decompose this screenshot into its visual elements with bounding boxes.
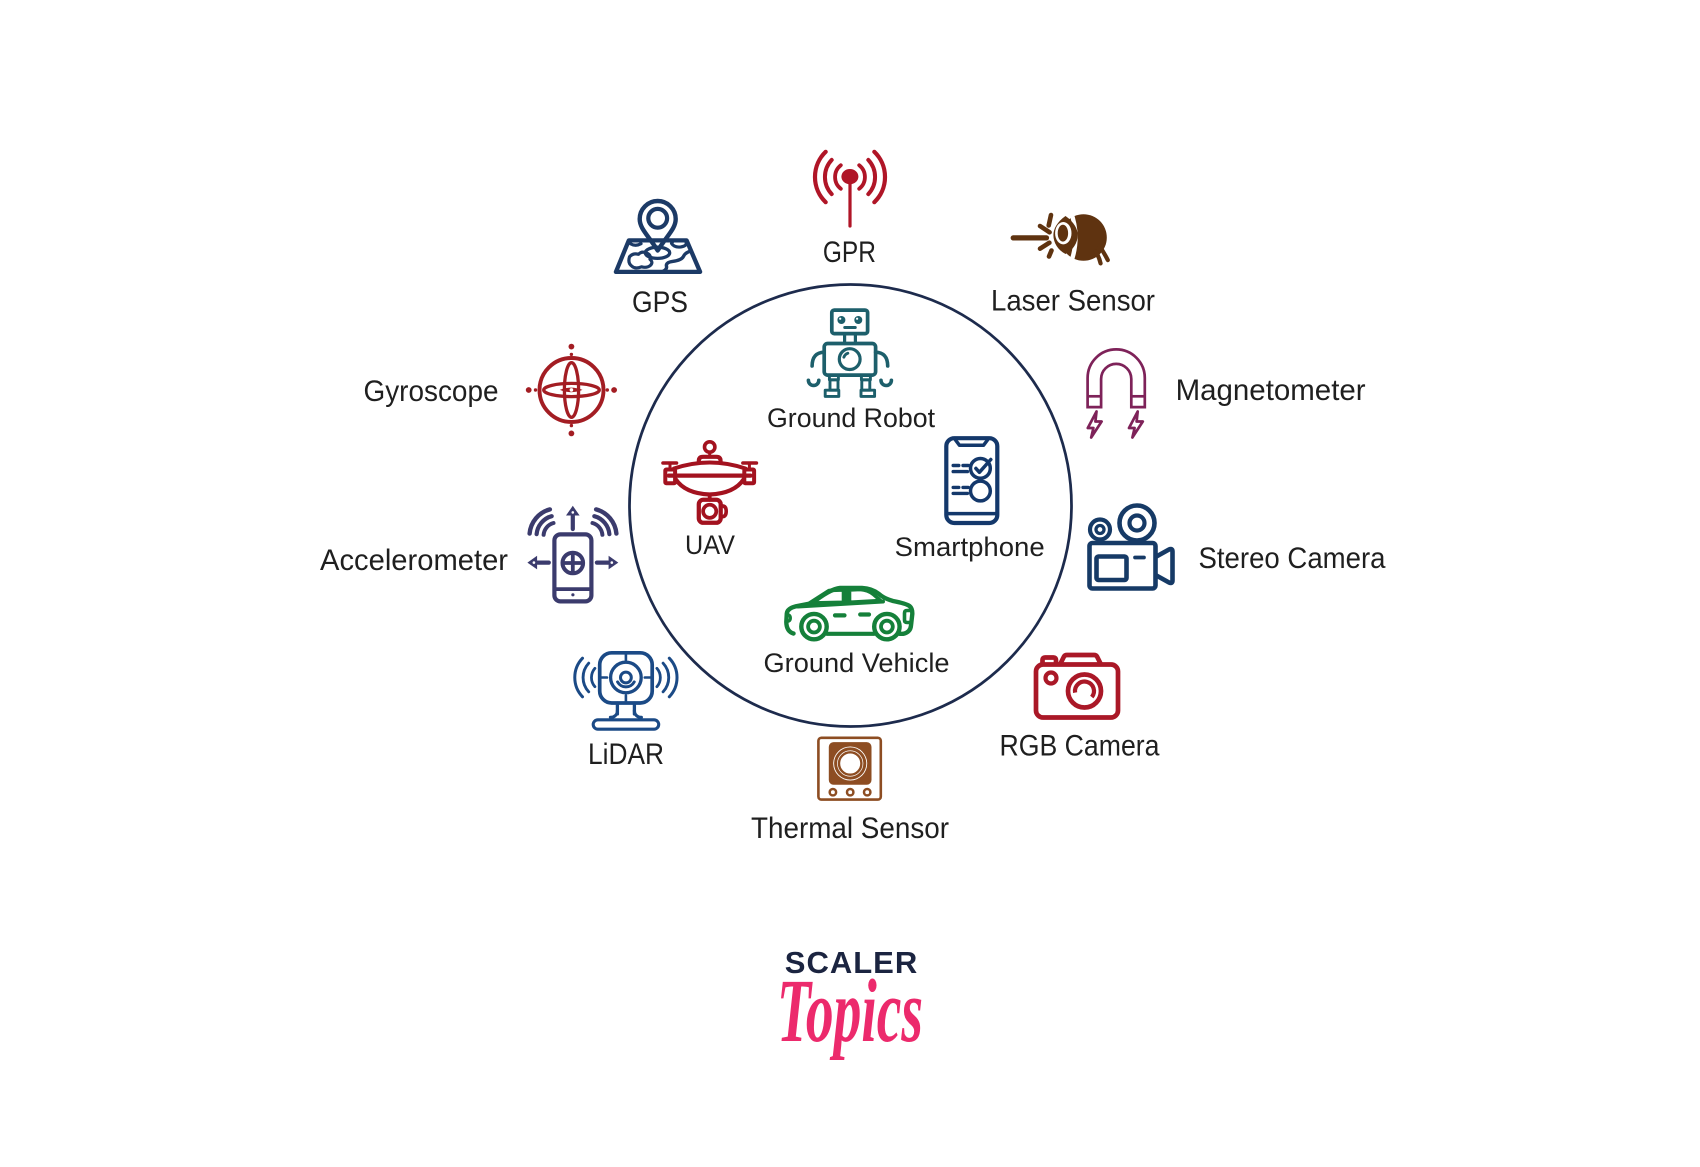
svg-text:Topics: Topics [777,962,923,1061]
svg-text:Accelerometer: Accelerometer [320,544,508,577]
svg-text:Smartphone: Smartphone [895,532,1045,562]
svg-text:UAV: UAV [685,530,735,560]
svg-text:Stereo Camera: Stereo Camera [1199,542,1387,575]
svg-text:GPS: GPS [632,286,688,319]
svg-text:GPR: GPR [823,236,876,269]
svg-text:Laser Sensor: Laser Sensor [991,285,1155,318]
svg-text:Magnetometer: Magnetometer [1176,374,1366,407]
svg-text:Ground Robot: Ground Robot [767,403,935,433]
svg-text:Gyroscope: Gyroscope [364,375,499,408]
svg-text:RGB Camera: RGB Camera [1000,730,1161,763]
svg-text:LiDAR: LiDAR [588,738,664,771]
svg-text:Ground Vehicle: Ground Vehicle [764,648,950,678]
svg-text:SCALER: SCALER [785,945,918,980]
svg-text:Thermal Sensor: Thermal Sensor [751,812,949,845]
